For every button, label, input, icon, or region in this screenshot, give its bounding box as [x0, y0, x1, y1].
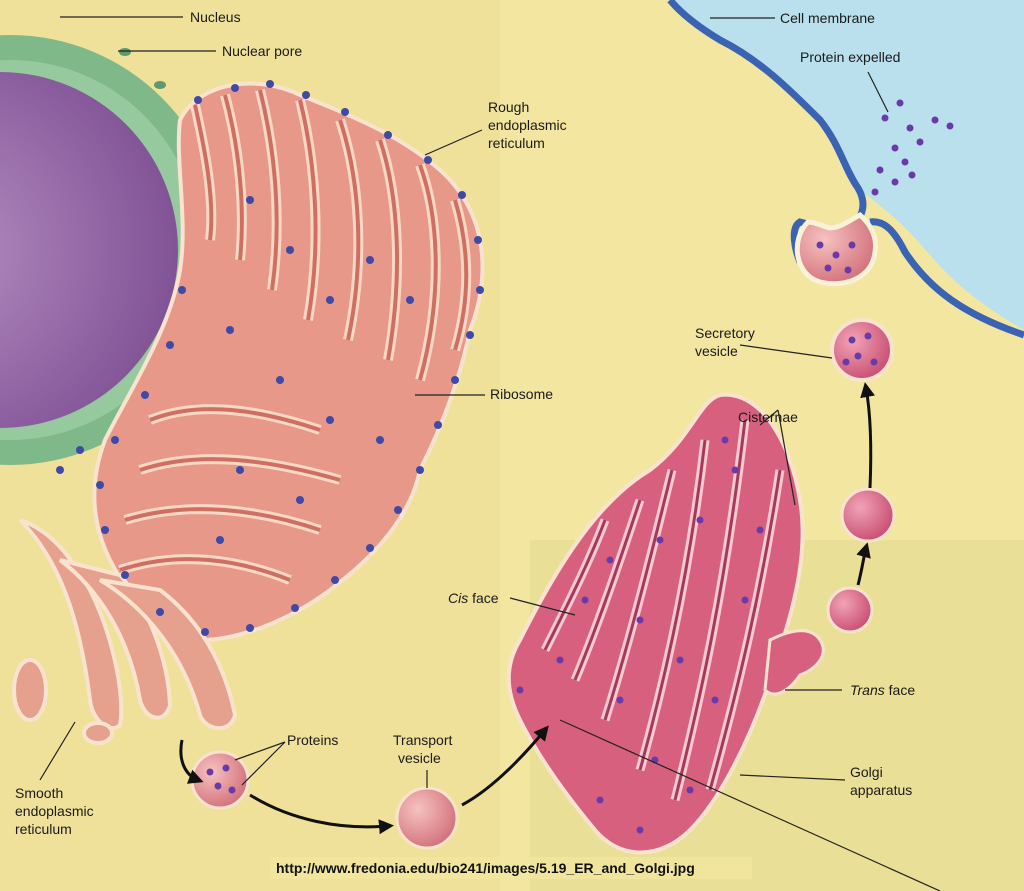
secretory-vesicle: [830, 318, 894, 382]
arrow-to-secretory-vesicle: [860, 382, 875, 489]
label-golgi-line2: apparatus: [850, 782, 912, 798]
label-smooth-er-line1: Smooth: [15, 785, 63, 801]
expelling-vesicle-proteins: [816, 241, 856, 274]
label-cisternae: Cisternae: [738, 409, 798, 425]
source-url[interactable]: http://www.fredonia.edu/bio241/images/5.…: [276, 860, 695, 876]
source-url-backdrop: [270, 857, 752, 879]
ribosomes: [56, 80, 484, 636]
label-transport-line2: vesicle: [398, 750, 441, 766]
label-proteins: Proteins: [287, 732, 338, 748]
label-ribosome: Ribosome: [490, 386, 553, 402]
label-trans-face: Trans face: [850, 682, 915, 698]
expelled-proteins: [871, 99, 954, 196]
er-vesicle: [190, 750, 250, 810]
label-protein-expelled: Protein expelled: [800, 49, 900, 65]
golgi-apparatus: [506, 392, 825, 855]
label-cell-membrane: Cell membrane: [780, 10, 875, 26]
label-trans-rest: face: [885, 682, 916, 698]
cell-membrane: [667, 0, 1024, 339]
label-smooth-er-line3: reticulum: [15, 821, 72, 837]
nucleus: [0, 72, 178, 428]
label-rough-er-line3: reticulum: [488, 135, 545, 151]
exocytosis-vesicle: [794, 212, 879, 287]
label-secretory-line1: Secretory: [695, 325, 755, 341]
arrow-to-transport-vesicle: [249, 793, 394, 835]
label-smooth-er-line2: endoplasmic: [15, 803, 94, 819]
transport-vesicle: [395, 786, 459, 850]
budding-vesicle: [840, 487, 896, 543]
er-vesicle-proteins: [206, 764, 236, 794]
label-transport-line1: Transport: [393, 732, 453, 748]
label-trans-italic: Trans: [850, 682, 885, 698]
label-nucleus: Nucleus: [190, 9, 241, 25]
label-nuclear-pore: Nuclear pore: [222, 43, 302, 59]
rough-endoplasmic-reticulum: [92, 81, 485, 643]
budding-vesicle-small: [826, 586, 874, 634]
arrow-to-golgi: [461, 725, 549, 807]
label-cis-rest: face: [468, 590, 499, 606]
arrow-er-to-vesicle: [179, 739, 204, 784]
label-cis-italic: Cis: [448, 590, 468, 606]
label-rough-er-line2: endoplasmic: [488, 117, 567, 133]
label-golgi-line1: Golgi: [850, 764, 883, 780]
label-rough-er-line1: Rough: [488, 99, 529, 115]
smooth-endoplasmic-reticulum: [12, 518, 238, 745]
label-secretory-line2: vesicle: [695, 343, 738, 359]
label-cis-face: Cis face: [448, 590, 499, 606]
leader-lines: [39, 16, 941, 891]
secretory-vesicle-proteins: [842, 332, 878, 366]
arrow-golgi-to-vesicle: [856, 542, 871, 586]
